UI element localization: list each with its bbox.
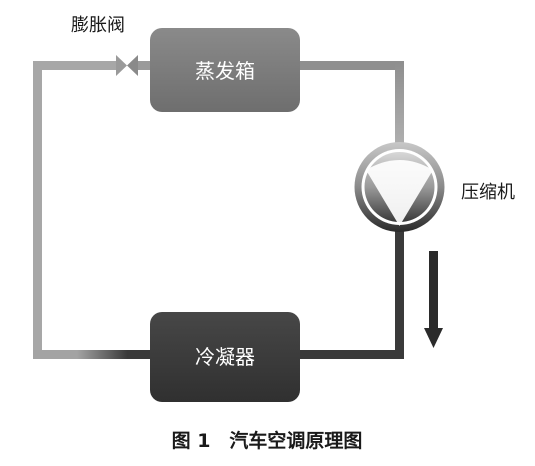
evaporator-box [150,28,300,112]
pipe-bottom-right [300,350,404,359]
pipe-left [33,61,42,359]
pipe-bottom-left [33,350,150,359]
compressor-label: 压缩机 [461,182,515,203]
flow-down-arrow-icon [424,251,443,348]
expansion-valve-icon [116,55,138,76]
figure-caption: 图 1 汽车空调原理图 [172,429,363,452]
condenser-label: 冷凝器 [195,345,255,369]
evaporator-label: 蒸发箱 [195,59,255,83]
pipe-top-left [33,61,117,70]
pipe-right-upper [395,61,404,147]
pipe-right-lower [395,228,404,359]
pipe-valve-evaporator [136,61,150,70]
compressor-icon [354,142,445,232]
condenser-box [150,312,300,402]
pipe-top-right [300,61,404,70]
expansion-valve-label: 膨胀阀 [71,15,125,36]
